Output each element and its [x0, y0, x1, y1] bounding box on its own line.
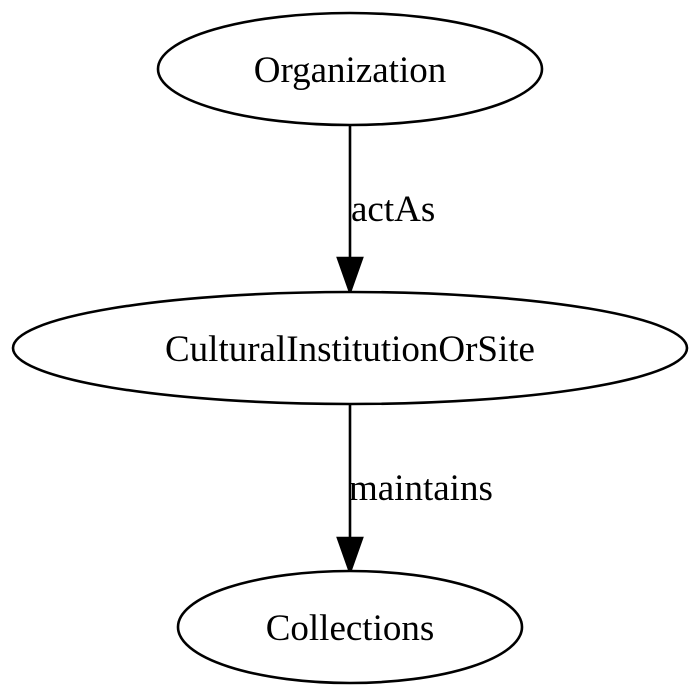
edge-cultural-to-collections: maintains	[336, 405, 493, 576]
node-cultural-institution-or-site: CulturalInstitutionOrSite	[11, 290, 689, 406]
edge-label-actas: actAs	[351, 189, 435, 230]
node-label-cultural-institution-or-site: CulturalInstitutionOrSite	[165, 329, 535, 370]
edge-organization-to-cultural: actAs	[336, 126, 435, 296]
node-collections: Collections	[176, 569, 524, 685]
node-ellipse	[11, 290, 689, 406]
node-organization: Organization	[156, 11, 544, 127]
node-label-collections: Collections	[266, 608, 435, 649]
edge-label-maintains: maintains	[349, 468, 493, 509]
node-label-organization: Organization	[254, 50, 446, 91]
arrow-head	[336, 256, 364, 296]
node-ellipse	[176, 569, 524, 685]
node-ellipse	[156, 11, 544, 127]
arrow-head	[336, 536, 364, 576]
